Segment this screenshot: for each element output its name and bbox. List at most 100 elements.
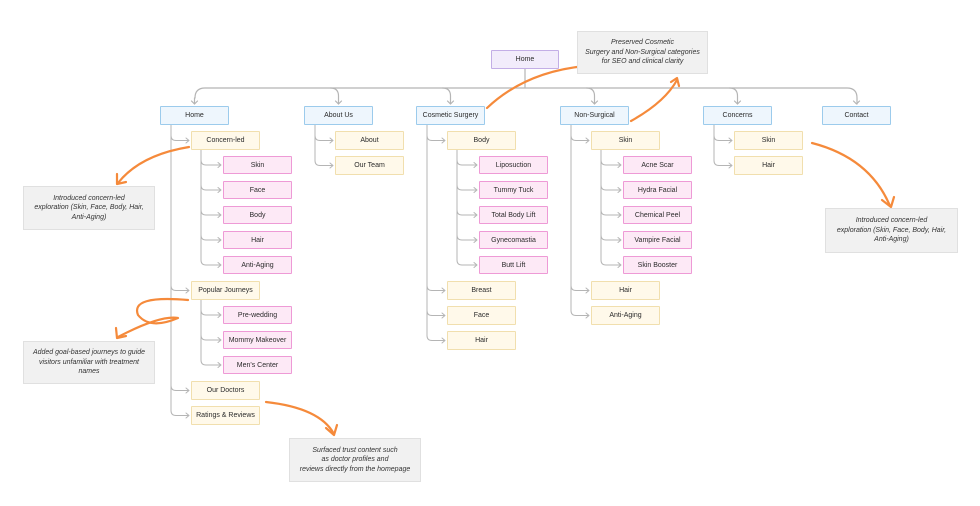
leaf-body-liposuction: Liposuction — [479, 156, 548, 174]
leaf-skin-skin-booster: Skin Booster — [623, 256, 692, 274]
annotation-line: exploration (Skin, Face, Body, Hair, — [34, 204, 144, 212]
branch-connector — [314, 124, 333, 141]
level1-drop — [585, 87, 596, 105]
callout-arrowhead — [880, 195, 896, 209]
leaf-arrowhead — [217, 162, 222, 168]
section-contact: Contact — [822, 106, 891, 125]
annotation-line: visitors unfamiliar with treatment — [39, 358, 139, 366]
leaf-arrowhead — [217, 212, 222, 218]
branch-arrowhead — [441, 137, 446, 144]
root-home-node: Home — [491, 50, 559, 69]
branch-arrowhead — [728, 162, 733, 169]
node-about-us-about: About — [335, 131, 404, 150]
level1-arrowhead — [334, 100, 343, 105]
level1-arrowhead — [733, 100, 742, 105]
leaf-popular-journeys-pre-wedding: Pre-wedding — [223, 306, 292, 324]
annotation-line: Anti-Aging) — [71, 213, 107, 221]
annotation-line: exploration (Skin, Face, Body, Hair, — [836, 226, 947, 234]
leaf-connector — [200, 149, 221, 216]
branch-arrowhead — [585, 287, 590, 294]
annotation-line: reviews directly from the homepage — [299, 465, 411, 473]
leaf-arrowhead — [473, 212, 478, 218]
branch-arrowhead — [441, 337, 446, 344]
leaf-arrowhead — [217, 262, 222, 268]
branch-arrowhead — [585, 312, 590, 319]
annotation-line: Surgery and Non-Surgical categories — [585, 48, 700, 56]
leaf-arrowhead — [217, 362, 222, 368]
leaf-connector — [600, 149, 621, 266]
leaf-skin-vampire-facial: Vampire Facial — [623, 231, 692, 249]
leaf-arrowhead — [473, 162, 478, 168]
leaf-connector — [456, 149, 477, 191]
node-cosmetic-surgery-hair: Hair — [447, 331, 516, 350]
leaf-connector — [456, 149, 477, 166]
leaf-connector — [600, 149, 621, 166]
node-home-our-doctors: Our Doctors — [191, 381, 260, 400]
node-concerns-skin: Skin — [734, 131, 803, 150]
branch-arrowhead — [585, 137, 590, 144]
node-non-surgical-hair: Hair — [591, 281, 660, 300]
annotation-line: Preserved Cosmetic — [610, 39, 674, 47]
leaf-body-tummy-tuck: Tummy Tuck — [479, 181, 548, 199]
leaf-body-total-body-lift: Total Body Lift — [479, 206, 548, 224]
level1-arrowhead — [852, 100, 861, 105]
leaf-connector — [200, 149, 221, 266]
leaf-connector — [200, 299, 221, 341]
leaf-concern-led-hair: Hair — [223, 231, 292, 249]
branch-connector — [570, 124, 589, 141]
branch-connector — [426, 124, 445, 316]
section-home: Home — [160, 106, 229, 125]
branch-arrowhead — [441, 287, 446, 294]
branch-connector — [170, 124, 189, 391]
branch-connector — [426, 124, 445, 341]
callout-arrow-concern-led — [116, 145, 191, 185]
branch-arrowhead — [185, 137, 190, 144]
annotation-line: names — [78, 368, 100, 376]
node-home-popular-journeys: Popular Journeys — [191, 281, 260, 300]
annotation-line: for SEO and clinical clarity — [601, 58, 684, 66]
branch-connector — [314, 124, 333, 166]
callout-arrowhead — [115, 172, 128, 186]
callout-arrow-concerns — [810, 141, 892, 208]
branch-connector — [170, 124, 189, 416]
node-home-ratings-reviews: Ratings & Reviews — [191, 406, 260, 425]
leaf-arrowhead — [617, 262, 622, 268]
callout-arrowhead — [324, 423, 339, 437]
leaf-concern-led-face: Face — [223, 181, 292, 199]
branch-connector — [570, 124, 589, 291]
leaf-arrowhead — [617, 162, 622, 168]
node-about-us-our-team: Our Team — [335, 156, 404, 175]
leaf-connector — [200, 149, 221, 241]
leaf-skin-chemical-peel: Chemical Peel — [623, 206, 692, 224]
leaf-arrowhead — [617, 212, 622, 218]
node-home-concern-led: Concern-led — [191, 131, 260, 150]
leaf-connector — [200, 149, 221, 191]
annotation-line: Anti-Aging) — [874, 236, 909, 244]
level1-drop — [441, 87, 452, 105]
leaf-arrowhead — [473, 187, 478, 193]
annotation-line: Added goal-based journeys to guide — [32, 349, 146, 357]
leaf-arrowhead — [217, 187, 222, 193]
leaf-arrowhead — [617, 187, 622, 193]
branch-connector — [426, 124, 445, 141]
leaf-arrowhead — [217, 337, 222, 343]
node-concerns-hair: Hair — [734, 156, 803, 175]
callout-arrow-cosmetic — [485, 64, 587, 110]
leaf-connector — [600, 149, 621, 241]
leaf-skin-hydra-facial: Hydra Facial — [623, 181, 692, 199]
leaf-arrowhead — [617, 237, 622, 243]
level1-drop — [728, 87, 739, 105]
leaf-connector — [600, 149, 621, 191]
branch-arrowhead — [185, 387, 190, 394]
leaf-body-gynecomastia: Gynecomastia — [479, 231, 548, 249]
section-non-surgical: Non-Surgical — [560, 106, 629, 125]
leaf-arrowhead — [217, 237, 222, 243]
leaf-arrowhead — [473, 237, 478, 243]
leaf-concern-led-skin: Skin — [223, 156, 292, 174]
